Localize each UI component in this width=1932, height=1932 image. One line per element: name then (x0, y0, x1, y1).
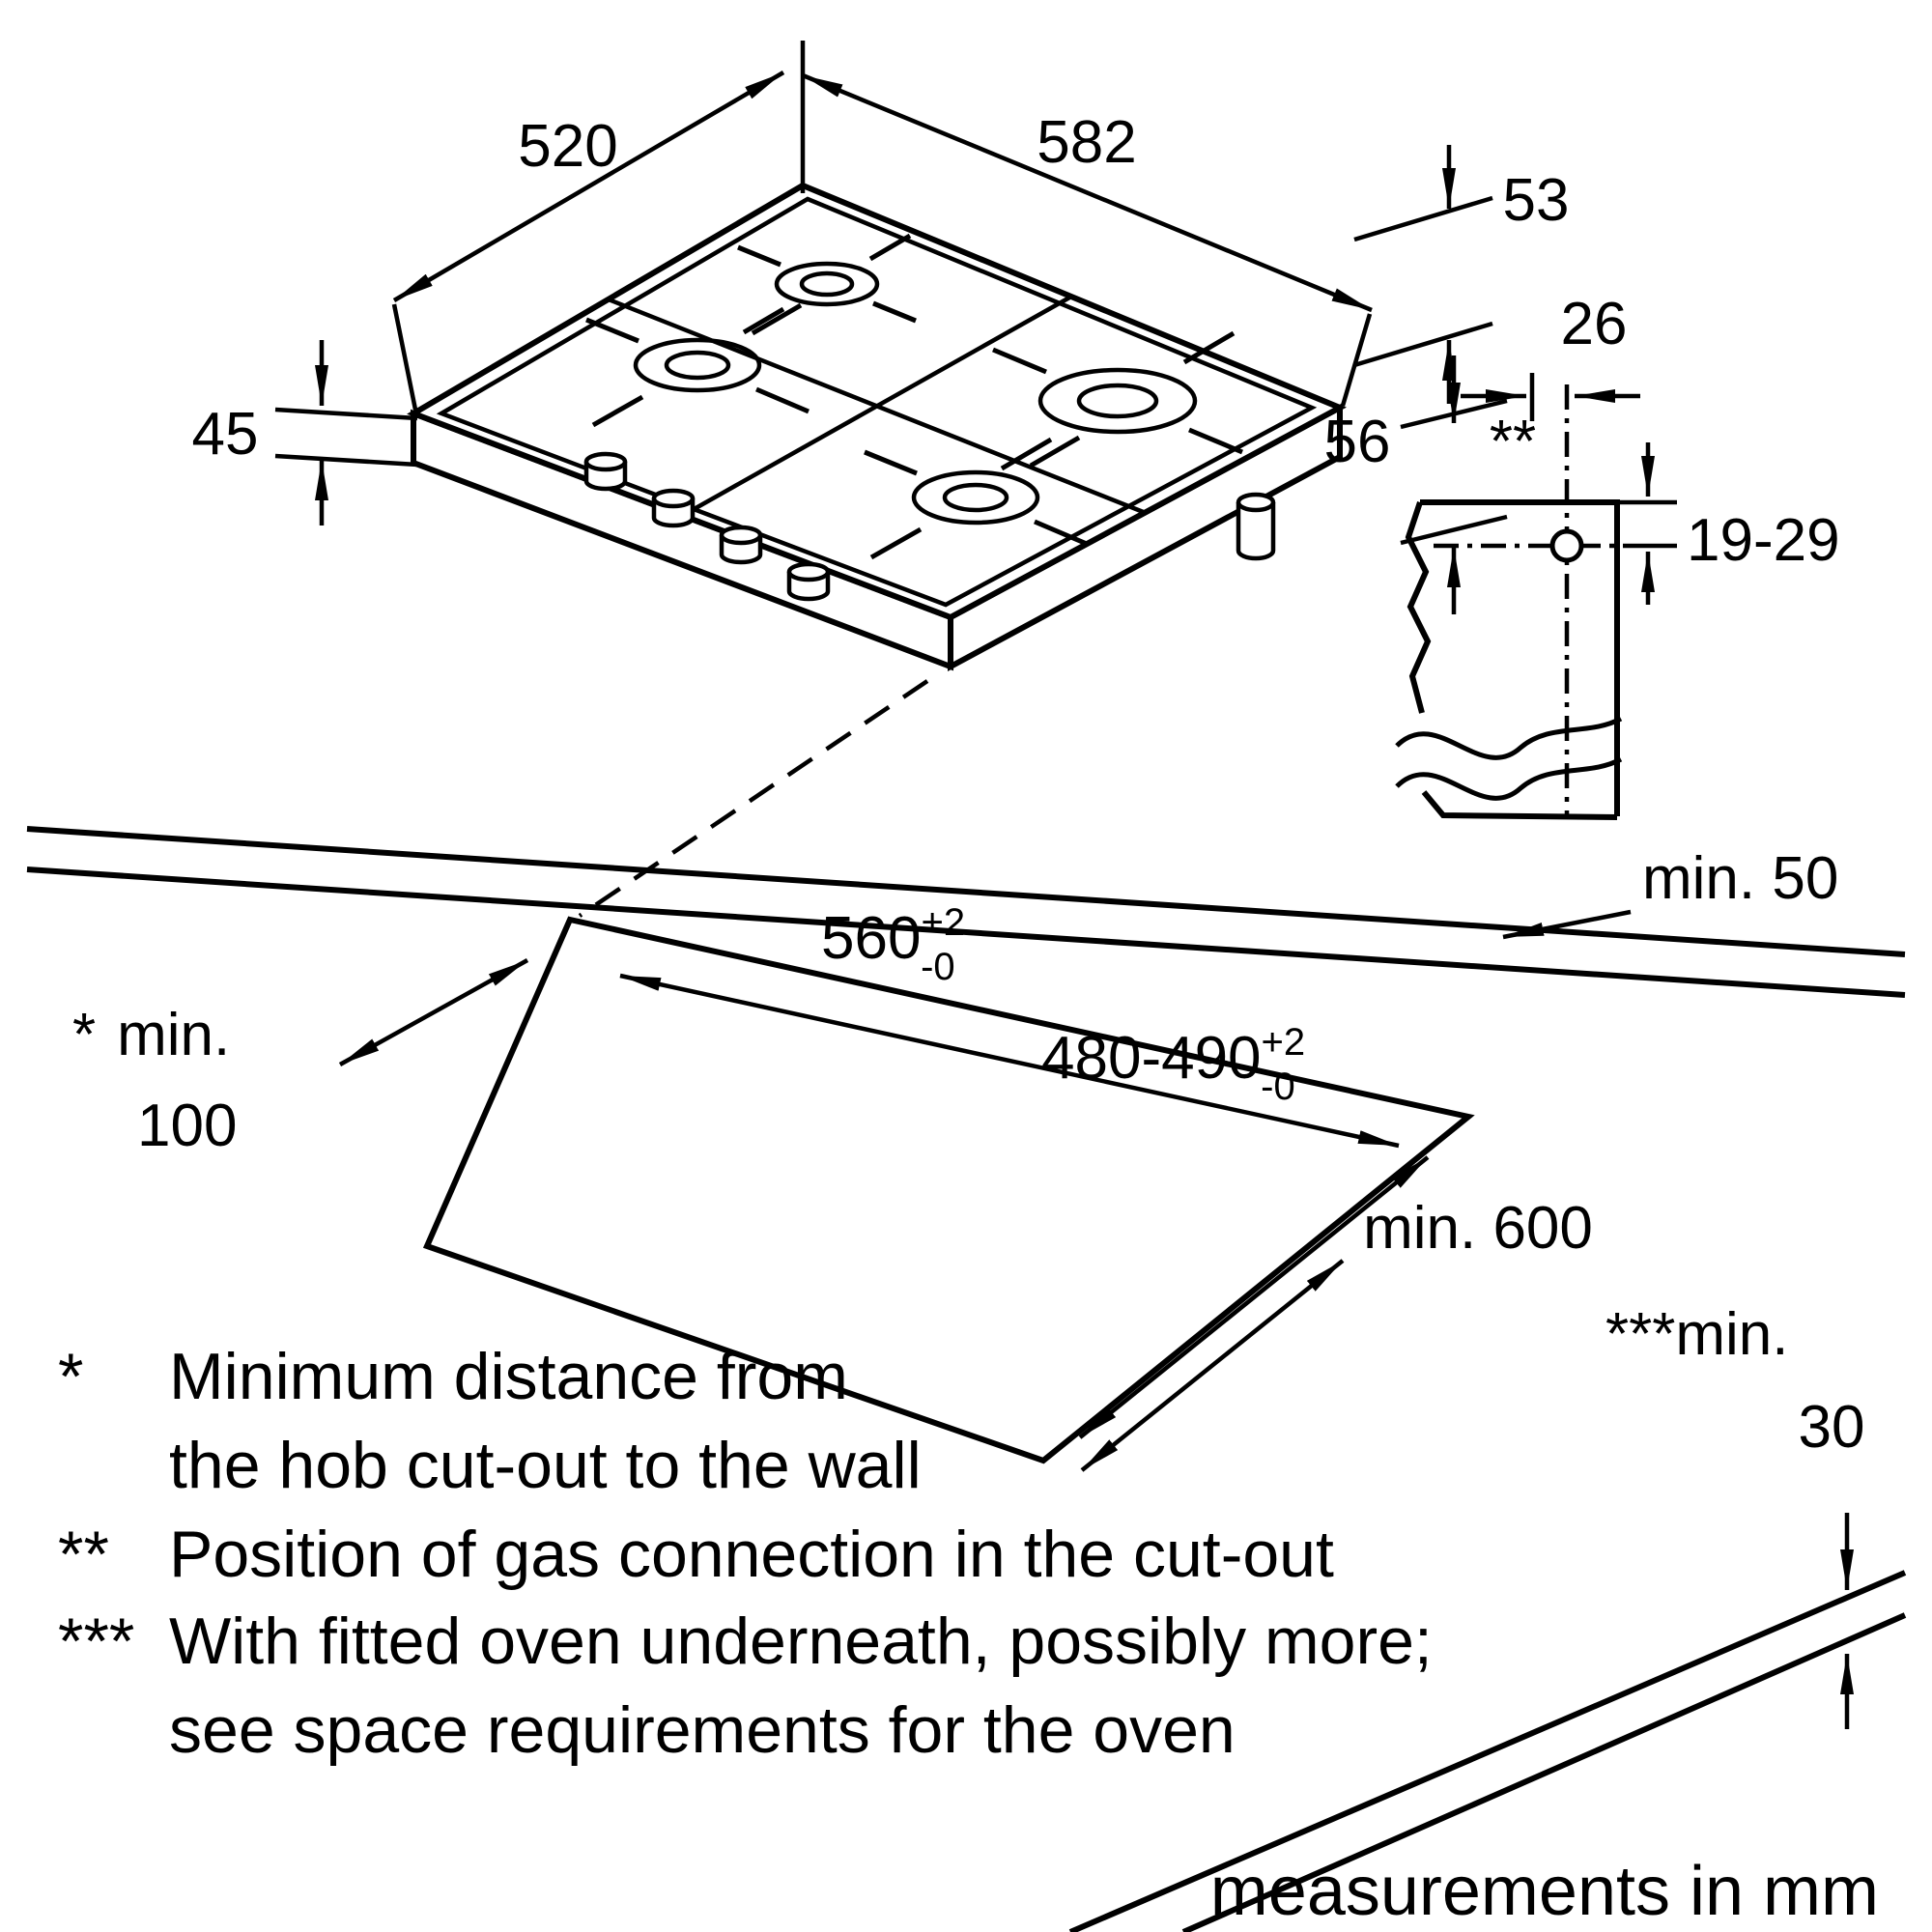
worktop-depth-arrow (1080, 1259, 1345, 1472)
ext-line-width-right (1340, 313, 1373, 407)
footnote-3-marker: *** (58, 1605, 134, 1678)
cutout-depth-label: 480-490+2-0 (1041, 1021, 1305, 1108)
hob-depth-label: 520 (518, 113, 617, 180)
detail-broken-left-edge (1405, 501, 1432, 714)
dim-cutout-width-arrow (619, 973, 1400, 1149)
wall-line (26, 867, 1906, 998)
burner-front (911, 469, 1040, 526)
hob-isometric-view (407, 182, 1347, 672)
footnote-2-marker: ** (58, 1518, 109, 1591)
burner-right (1037, 367, 1198, 435)
side-clearance-arrow (338, 958, 529, 1066)
worktop-front-edge-line (1068, 1570, 1907, 1932)
ext-line-53-lower (1353, 321, 1493, 368)
worktop-scene: 560+2-0 480-490+2-0 min. 50 *min. 100 mi… (26, 679, 1907, 1932)
burner-left-inner (664, 350, 731, 381)
worktop-depth-label: min. 600 (1363, 1195, 1593, 1262)
hob-inner-rim (436, 196, 1318, 608)
gas-offset-label: 26 (1561, 291, 1628, 357)
burner-right-outer (1037, 367, 1198, 435)
hob-foot (1236, 492, 1276, 561)
cutout-width-label: 560+2-0 (821, 901, 965, 988)
front-clearance-label: ***min. (1605, 1301, 1789, 1368)
footnotes: * Minimum distance from the hob cut-out … (58, 1340, 1433, 1767)
detail-outline (1420, 499, 1620, 816)
hob-dimensions: 582 520 53 45 56 (192, 41, 1570, 614)
burner-right-inner (1076, 383, 1159, 419)
footnote-1-marker: * (58, 1340, 83, 1413)
detail-bottom-edge (1421, 790, 1618, 820)
ext-line-53-upper (1353, 195, 1493, 242)
detail-break-wave-1 (1395, 716, 1623, 760)
control-knobs (583, 451, 831, 602)
ext-line-45-upper (274, 407, 418, 421)
burner-front-inner (942, 482, 1009, 513)
side-clearance-value: 100 (137, 1093, 237, 1159)
projection-dashed-line (578, 679, 929, 918)
knob-4-top (786, 561, 831, 582)
footnote-3-line-2: see space requirements for the oven (169, 1693, 1236, 1767)
worktop-front-lower-line (1181, 1612, 1907, 1932)
side-clearance-label: *min. (72, 1002, 230, 1068)
knob-3-top (719, 525, 763, 546)
hob-side-label: 53 (1503, 167, 1570, 234)
hob-below-label: 56 (1324, 409, 1391, 475)
rear-clearance-arrow (1502, 909, 1632, 940)
hob-foot-body (1236, 502, 1276, 561)
gas-range-label: 19-29 (1687, 507, 1840, 574)
ext-line-45-lower (274, 453, 418, 468)
burner-front-outer (911, 469, 1040, 526)
hob-foot-top (1236, 492, 1276, 513)
hob-height-label: 45 (192, 401, 259, 468)
ext-line-depth-left (391, 303, 418, 411)
rear-clearance-label: min. 50 (1642, 845, 1838, 912)
footnote-1-line-2: the hob cut-out to the wall (169, 1429, 922, 1502)
worktop-back-edge-line (26, 826, 1906, 957)
burner-left-outer (633, 337, 762, 393)
knob-1-top (583, 451, 628, 472)
detail-break-wave-2 (1395, 756, 1623, 801)
burner-left (633, 337, 762, 393)
gas-connection-point (1549, 528, 1584, 563)
knob-2-top (651, 488, 696, 509)
ext-line-56-lower (1400, 514, 1508, 546)
units-note: measurements in mm (1210, 1853, 1879, 1930)
dim-width-arrow (802, 72, 1373, 313)
gas-connection-detail: 26 ** 19-29 (1395, 291, 1840, 820)
footnote-3-line-1: With fitted oven underneath, possibly mo… (169, 1605, 1433, 1678)
hob-width-label: 582 (1037, 109, 1136, 176)
front-clearance-value: 30 (1799, 1394, 1865, 1461)
gas-marker-label: ** (1490, 409, 1536, 475)
footnote-2-line-1: Position of gas connection in the cut-ou… (169, 1518, 1334, 1591)
footnote-1-line-1: Minimum distance from (169, 1340, 848, 1413)
dim-depth-arrow (392, 71, 785, 302)
hob-divider-line-2 (608, 297, 1147, 516)
